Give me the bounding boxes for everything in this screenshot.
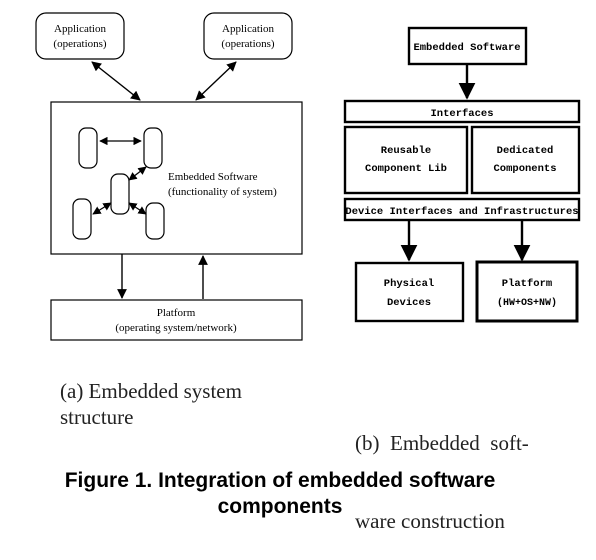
- diagram-a: Application (operations) Application (op…: [35, 12, 303, 341]
- reusable-subtitle: Component Lib: [365, 163, 447, 175]
- arrow-app-right-software: [195, 61, 237, 101]
- arrow-comp-2: [128, 166, 147, 181]
- embedded-software-subtitle: (functionality of system): [168, 186, 277, 198]
- platform-box-b: [475, 260, 579, 323]
- embedded-software-title: Embedded Software: [168, 171, 258, 183]
- figure-diagrams: Application (operations) Application (op…: [35, 12, 581, 341]
- device-interfaces-label: Device Interfaces and Infrastructures: [345, 206, 578, 218]
- caption-a-line-1: (a) Embedded system: [60, 379, 242, 403]
- device-interfaces-box: [343, 197, 581, 222]
- arrow-app-left-software: [91, 61, 141, 101]
- platform-subtitle-b: (HW+OS+NW): [497, 297, 557, 309]
- app-left-box: [35, 12, 125, 60]
- platform-title: Platform: [157, 307, 196, 319]
- arrow-comp-3: [92, 202, 112, 215]
- figure-caption-line-1: Figure 1. Integration of embedded softwa…: [64, 469, 496, 492]
- platform-box: [50, 299, 303, 341]
- reusable-box: [343, 125, 469, 195]
- caption-b-line-2: ware construction: [355, 509, 505, 533]
- component-top-right: [143, 127, 163, 169]
- interfaces-label: Interfaces: [430, 108, 493, 120]
- component-top-left: [78, 127, 98, 169]
- component-bottom-right: [145, 202, 165, 240]
- physical-devices-box: [354, 261, 465, 323]
- dedicated-box: [470, 125, 581, 195]
- platform-subtitle: (operating system/network): [115, 322, 237, 334]
- embedded-software-box-b: [407, 26, 528, 66]
- interfaces-box: [343, 99, 581, 124]
- embedded-software-box: [50, 101, 303, 255]
- dedicated-subtitle: Components: [493, 163, 556, 175]
- caption-a: (a) Embedded system structure: [60, 378, 242, 430]
- app-left-subtitle: (operations): [53, 38, 106, 50]
- reusable-title: Reusable: [381, 145, 431, 157]
- app-right-subtitle: (operations): [221, 38, 274, 50]
- diagram-b: Embedded Software Interfaces Reusable Co…: [343, 26, 581, 323]
- platform-title-b: Platform: [502, 278, 552, 290]
- dedicated-title: Dedicated: [497, 145, 554, 157]
- physical-devices-title: Physical: [384, 278, 434, 290]
- arrow-comp-4: [128, 202, 147, 215]
- caption-a-line-2: structure: [60, 405, 134, 429]
- app-right-title: Application: [222, 23, 274, 35]
- figure-caption: Figure 1. Integration of embedded softwa…: [0, 468, 560, 520]
- component-bottom-left: [72, 198, 92, 240]
- component-middle: [110, 173, 130, 215]
- embedded-software-label-b: Embedded Software: [413, 42, 520, 54]
- caption-b-line-1: (b) Embedded soft-: [355, 431, 529, 455]
- figure-caption-line-2: components: [217, 495, 343, 518]
- app-left-title: Application: [54, 23, 106, 35]
- caption-b: (b) Embedded soft- ware construction: [355, 378, 529, 560]
- app-right-box: [203, 12, 293, 60]
- physical-devices-subtitle: Devices: [387, 297, 431, 309]
